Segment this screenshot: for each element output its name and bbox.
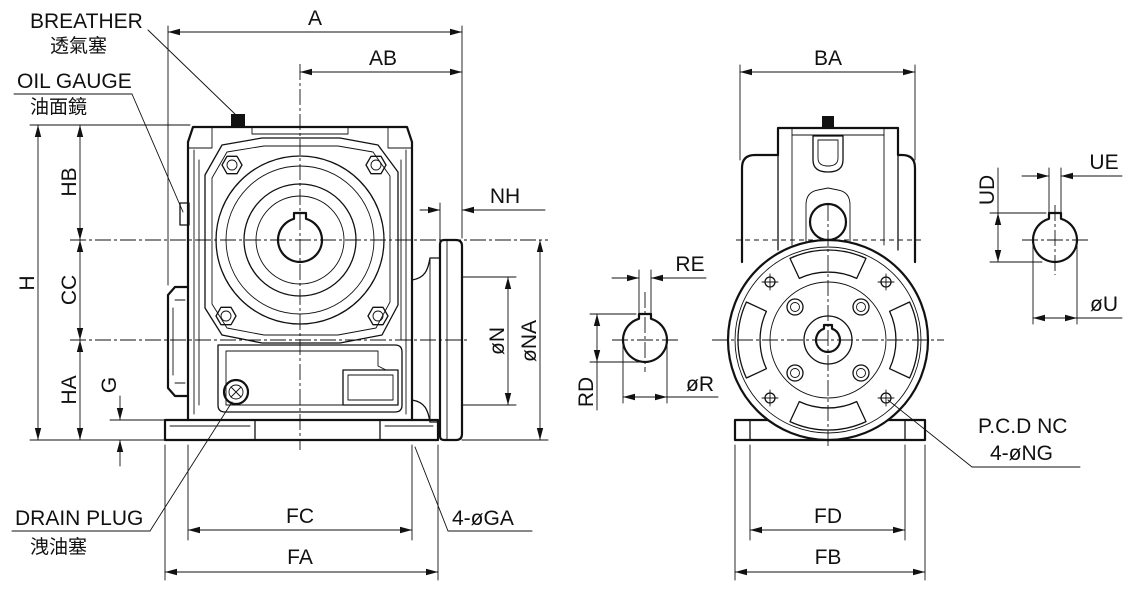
dim-cc-label: CC: [58, 275, 81, 305]
nameplate-inner: [347, 374, 394, 401]
dim-fc-label: FC: [286, 505, 314, 528]
motor-bolt-top-left-inner: [790, 302, 800, 312]
top-lug-right: [387, 126, 413, 149]
oil-gauge-leader: [131, 93, 184, 213]
nameplate: [342, 369, 399, 406]
flange-hole-top-left-cross: [761, 273, 779, 291]
output-shaft-bore: [276, 211, 324, 263]
motor-bolt-bottom-left: [786, 364, 804, 382]
side-view: BA FD FB P.C.D NC 4-øNG: [712, 47, 1081, 581]
dim-ha-label: HA: [58, 375, 81, 404]
flange-holes-label: 4-øNG: [990, 442, 1053, 465]
lower-housing-panel: [217, 344, 403, 413]
flange-hole-top-right-cross: [877, 273, 895, 291]
drain-plug-cross: [230, 386, 242, 398]
side-breather-plug: [822, 116, 834, 128]
breather-label-zh: 透氣塞: [50, 35, 107, 57]
drain-plug-label-zh: 洩油塞: [30, 536, 87, 558]
dim-nh-label: NH: [490, 185, 520, 208]
cover-bolt-top-right: [365, 155, 387, 175]
left-bearing-cap-detail: [172, 299, 186, 384]
cover-bolt-top-left-center: [226, 159, 238, 171]
dim-ue-label: UE: [1089, 151, 1118, 174]
breather-plug: [231, 114, 245, 127]
dim-ab-label: AB: [369, 47, 397, 70]
motor-flange: [438, 238, 464, 442]
base-holes-leader: [414, 446, 449, 532]
drain-plug-label: DRAIN PLUG: [15, 507, 143, 530]
cover-bolt-top-right-center: [370, 159, 382, 171]
output-shaft-section: [1031, 211, 1079, 263]
dim-r-label: øR: [686, 373, 714, 396]
motor-bolt-bottom-right: [852, 364, 870, 382]
dim-hb-label: HB: [58, 167, 81, 196]
side-top-slot-inner: [817, 139, 839, 167]
cover-bolt-bottom-left-center: [220, 310, 232, 322]
input-shaft-section: [621, 312, 669, 363]
cover-bolt-bottom-right: [367, 306, 389, 326]
dim-fa-label: FA: [287, 546, 313, 569]
cover-bolt-bottom-left: [215, 306, 237, 326]
oil-gauge: [179, 202, 190, 226]
motor-bolt-top-right-inner: [856, 302, 866, 312]
drain-plug-leader: [149, 401, 233, 532]
motor-bolt-top-right: [852, 298, 870, 316]
flange-hole-bottom-left-cross: [761, 389, 779, 407]
side-top-slot: [812, 135, 844, 173]
motor-bolt-bottom-right-inner: [856, 368, 866, 378]
pcd-label: P.C.D NC: [978, 415, 1067, 438]
dim-na-label: øNA: [518, 320, 541, 362]
dim-g-label: G: [98, 377, 121, 393]
cover-bolt-bottom-right-center: [372, 310, 384, 322]
flange-hole-bottom-right-cross: [877, 389, 895, 407]
front-cover-inner: [211, 145, 391, 336]
flange-window-right: [888, 301, 919, 379]
input-bore-keyed: [814, 323, 842, 354]
dim-u-label: øU: [1090, 293, 1118, 316]
dim-rd-label: RD: [575, 377, 598, 407]
flange-window-left: [737, 301, 768, 379]
front-cover: [204, 137, 399, 344]
drain-plug-inner: [228, 384, 244, 400]
oil-gauge-label: OIL GAUGE: [17, 70, 132, 93]
front-view: A AB BREATHER 透氣塞 OIL GAUGE 油面鏡 H HB CC …: [11, 7, 549, 581]
dim-h-label: H: [16, 275, 39, 290]
side-housing-outline: [740, 126, 917, 264]
side-worm-boss: [805, 187, 851, 251]
dim-ba-label: BA: [814, 47, 842, 70]
flange-window-bottom: [789, 400, 867, 431]
motor-bolt-top-left: [786, 298, 804, 316]
cover-bolt-top-left: [221, 155, 243, 175]
dim-re-label: RE: [675, 253, 704, 276]
base-plate: [163, 418, 440, 442]
dim-fb-label: FB: [815, 546, 842, 569]
base-holes-label: 4-øGA: [452, 507, 514, 530]
flange-window-top: [789, 249, 867, 280]
motor-bolt-bottom-left-inner: [790, 368, 800, 378]
oil-gauge-label-zh: 油面鏡: [30, 96, 87, 118]
dim-n-label: øN: [486, 327, 509, 355]
dim-fd-label: FD: [814, 505, 842, 528]
drain-plug: [222, 378, 250, 406]
dim-ud-label: UD: [976, 175, 999, 205]
pcd-leader: [887, 399, 973, 468]
top-lug-left: [187, 126, 213, 149]
left-bearing-cap: [166, 285, 190, 398]
output-shaft-end-view: UE UD øU: [976, 151, 1123, 325]
dim-a-label: A: [308, 7, 322, 30]
input-shaft-end-view: RE RD øR: [575, 253, 719, 411]
side-top-cover: [791, 127, 885, 136]
breather-label: BREATHER: [30, 10, 143, 33]
breather-leader: [147, 29, 237, 116]
